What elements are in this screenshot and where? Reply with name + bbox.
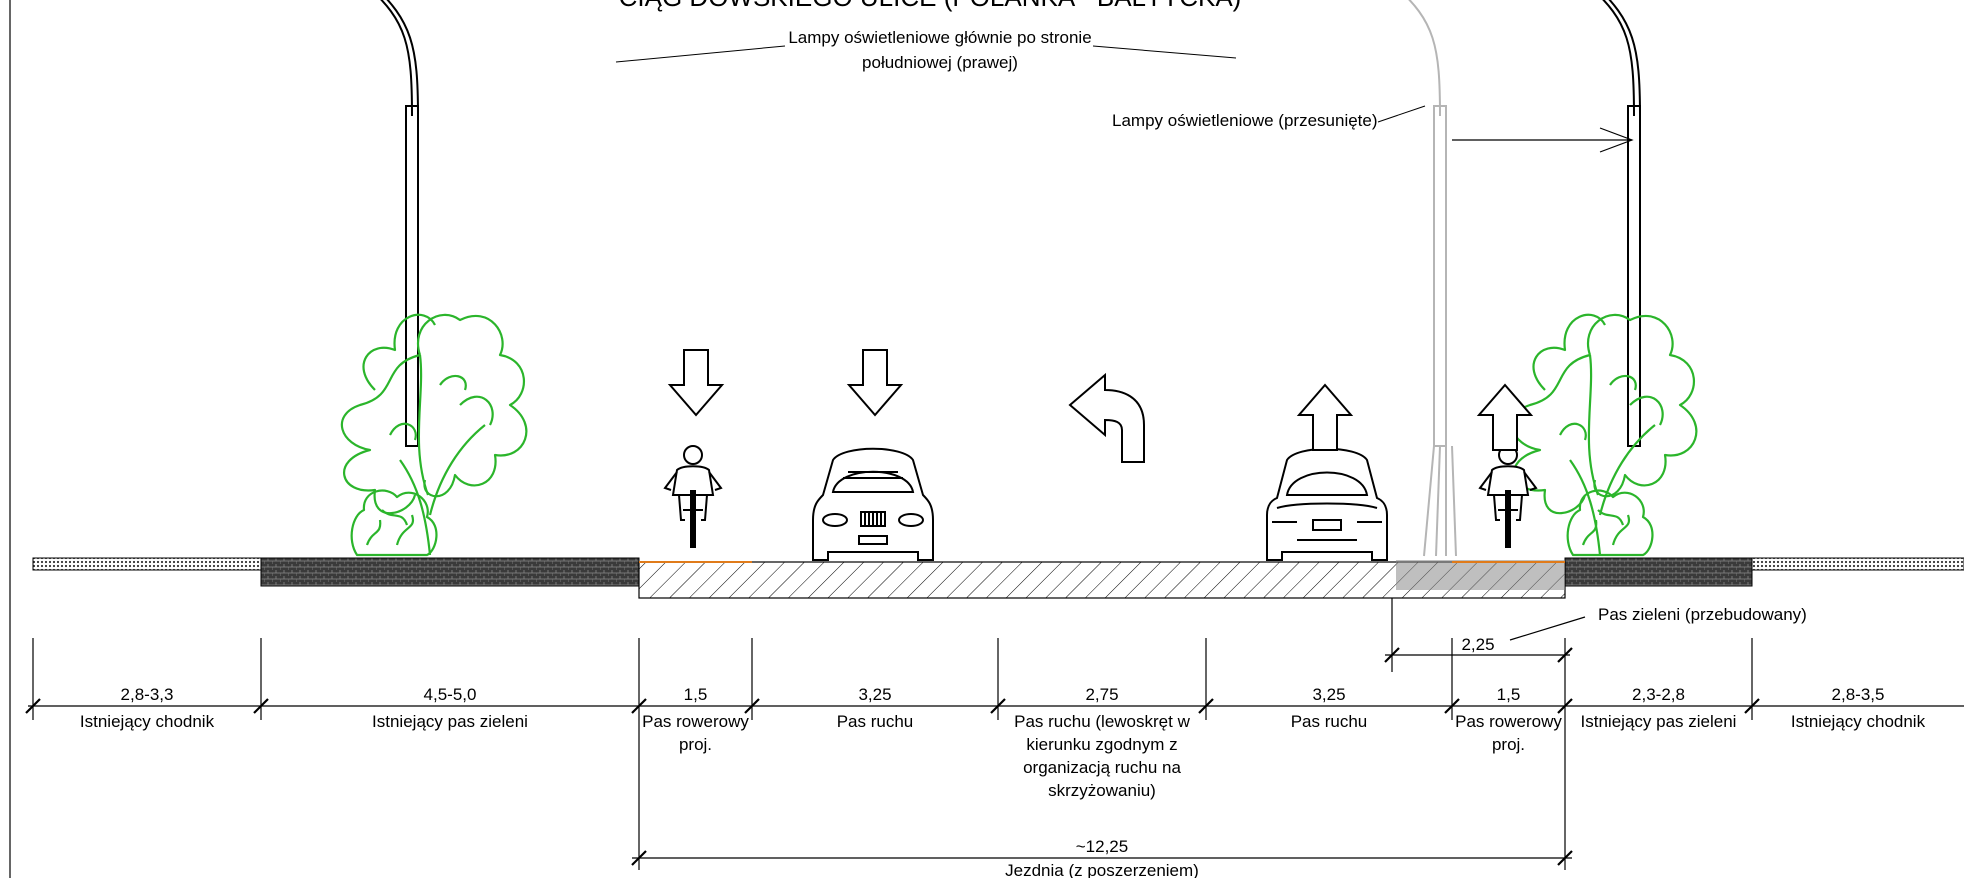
street-lamp-left-icon <box>206 0 419 447</box>
arrow-up-icon <box>1298 384 1352 451</box>
segment-width-value: 3,25 <box>858 685 891 704</box>
tree-right-icon <box>1510 313 1698 557</box>
roadway-width-value: ~12,25 <box>1076 837 1128 856</box>
segment-ticks <box>25 698 1760 714</box>
arrow-down-icon <box>848 349 902 416</box>
segment-label: Istniejący pas zieleni <box>372 712 528 731</box>
ground-profile <box>32 557 1964 599</box>
segment-label: kierunku zgodnym z <box>1026 735 1177 754</box>
cyclist-left-icon <box>664 445 722 549</box>
green-rebuilt-width: 2,25 <box>1461 635 1494 654</box>
segment-width-value: 2,8-3,5 <box>1832 685 1885 704</box>
roadway-label: Jezdnia (z poszerzeniem) <box>1005 861 1199 878</box>
segment-label: proj. <box>1492 735 1525 754</box>
street-lamp-right-icon <box>1428 0 1641 447</box>
segment-label: Pas rowerowy <box>642 712 749 731</box>
segment-width-value: 1,5 <box>1497 685 1521 704</box>
segment-width-value: 2,8-3,3 <box>121 685 174 704</box>
drawing-title: CIĄG DOWSKIEGO ULICE (POLANKA - BAŁTYCKA… <box>619 0 1242 12</box>
car-front-icon <box>812 447 934 561</box>
segment-label: skrzyżowaniu) <box>1048 781 1156 800</box>
segment-dimension-line <box>28 638 1964 870</box>
segment-label: Pas ruchu <box>1291 712 1368 731</box>
segment-label: Istniejący pas zieleni <box>1581 712 1737 731</box>
dimension-tick <box>631 698 647 714</box>
dimension-tick <box>1444 698 1460 714</box>
street-lamp-shifted-icon <box>1408 0 1457 557</box>
turn-left-arrow-icon <box>1068 372 1145 463</box>
segment-width-value: 1,5 <box>684 685 708 704</box>
car-rear-icon <box>1266 447 1388 561</box>
bush-left-icon <box>350 489 438 557</box>
dimension-tick <box>1198 698 1214 714</box>
segment-label: proj. <box>679 735 712 754</box>
lamps-shifted-annotation: Lampy oświetleniowe (przesunięte) <box>1112 111 1378 130</box>
green-rebuilt-annotation: Pas zieleni (przebudowany) <box>1598 605 1807 624</box>
segment-label: Pas ruchu <box>837 712 914 731</box>
segment-label: Istniejący chodnik <box>1791 712 1926 731</box>
dimension-tick <box>25 698 41 714</box>
segment-label: Pas rowerowy <box>1455 712 1562 731</box>
lamp-annotation-leaders <box>615 45 1634 153</box>
segment-width-value: 2,75 <box>1085 685 1118 704</box>
dimension-tick <box>253 698 269 714</box>
lamps-main-annotation-1: Lampy oświetleniowe głównie po stronie <box>788 28 1091 47</box>
segment-label: organizacją ruchu na <box>1023 758 1181 777</box>
dimension-tick <box>1557 698 1573 714</box>
arrow-down-icon <box>669 349 723 416</box>
segment-width-value: 4,5-5,0 <box>424 685 477 704</box>
segment-label: Pas ruchu (lewoskręt w <box>1014 712 1190 731</box>
bush-right-icon <box>1566 489 1654 557</box>
roadway-dimension-line <box>631 850 1573 866</box>
dimension-tick <box>744 698 760 714</box>
tree-left-icon <box>340 313 528 557</box>
green-rebuilt-dimension <box>1384 598 1586 672</box>
segment-width-value: 2,3-2,8 <box>1632 685 1685 704</box>
cyclist-right-icon <box>1479 445 1537 549</box>
dimension-tick <box>1744 698 1760 714</box>
segment-width-value: 3,25 <box>1312 685 1345 704</box>
lamps-main-annotation-2: południowej (prawej) <box>862 53 1018 72</box>
dimension-tick <box>990 698 1006 714</box>
arrow-up-icon <box>1478 384 1532 451</box>
segment-label: Istniejący chodnik <box>80 712 215 731</box>
